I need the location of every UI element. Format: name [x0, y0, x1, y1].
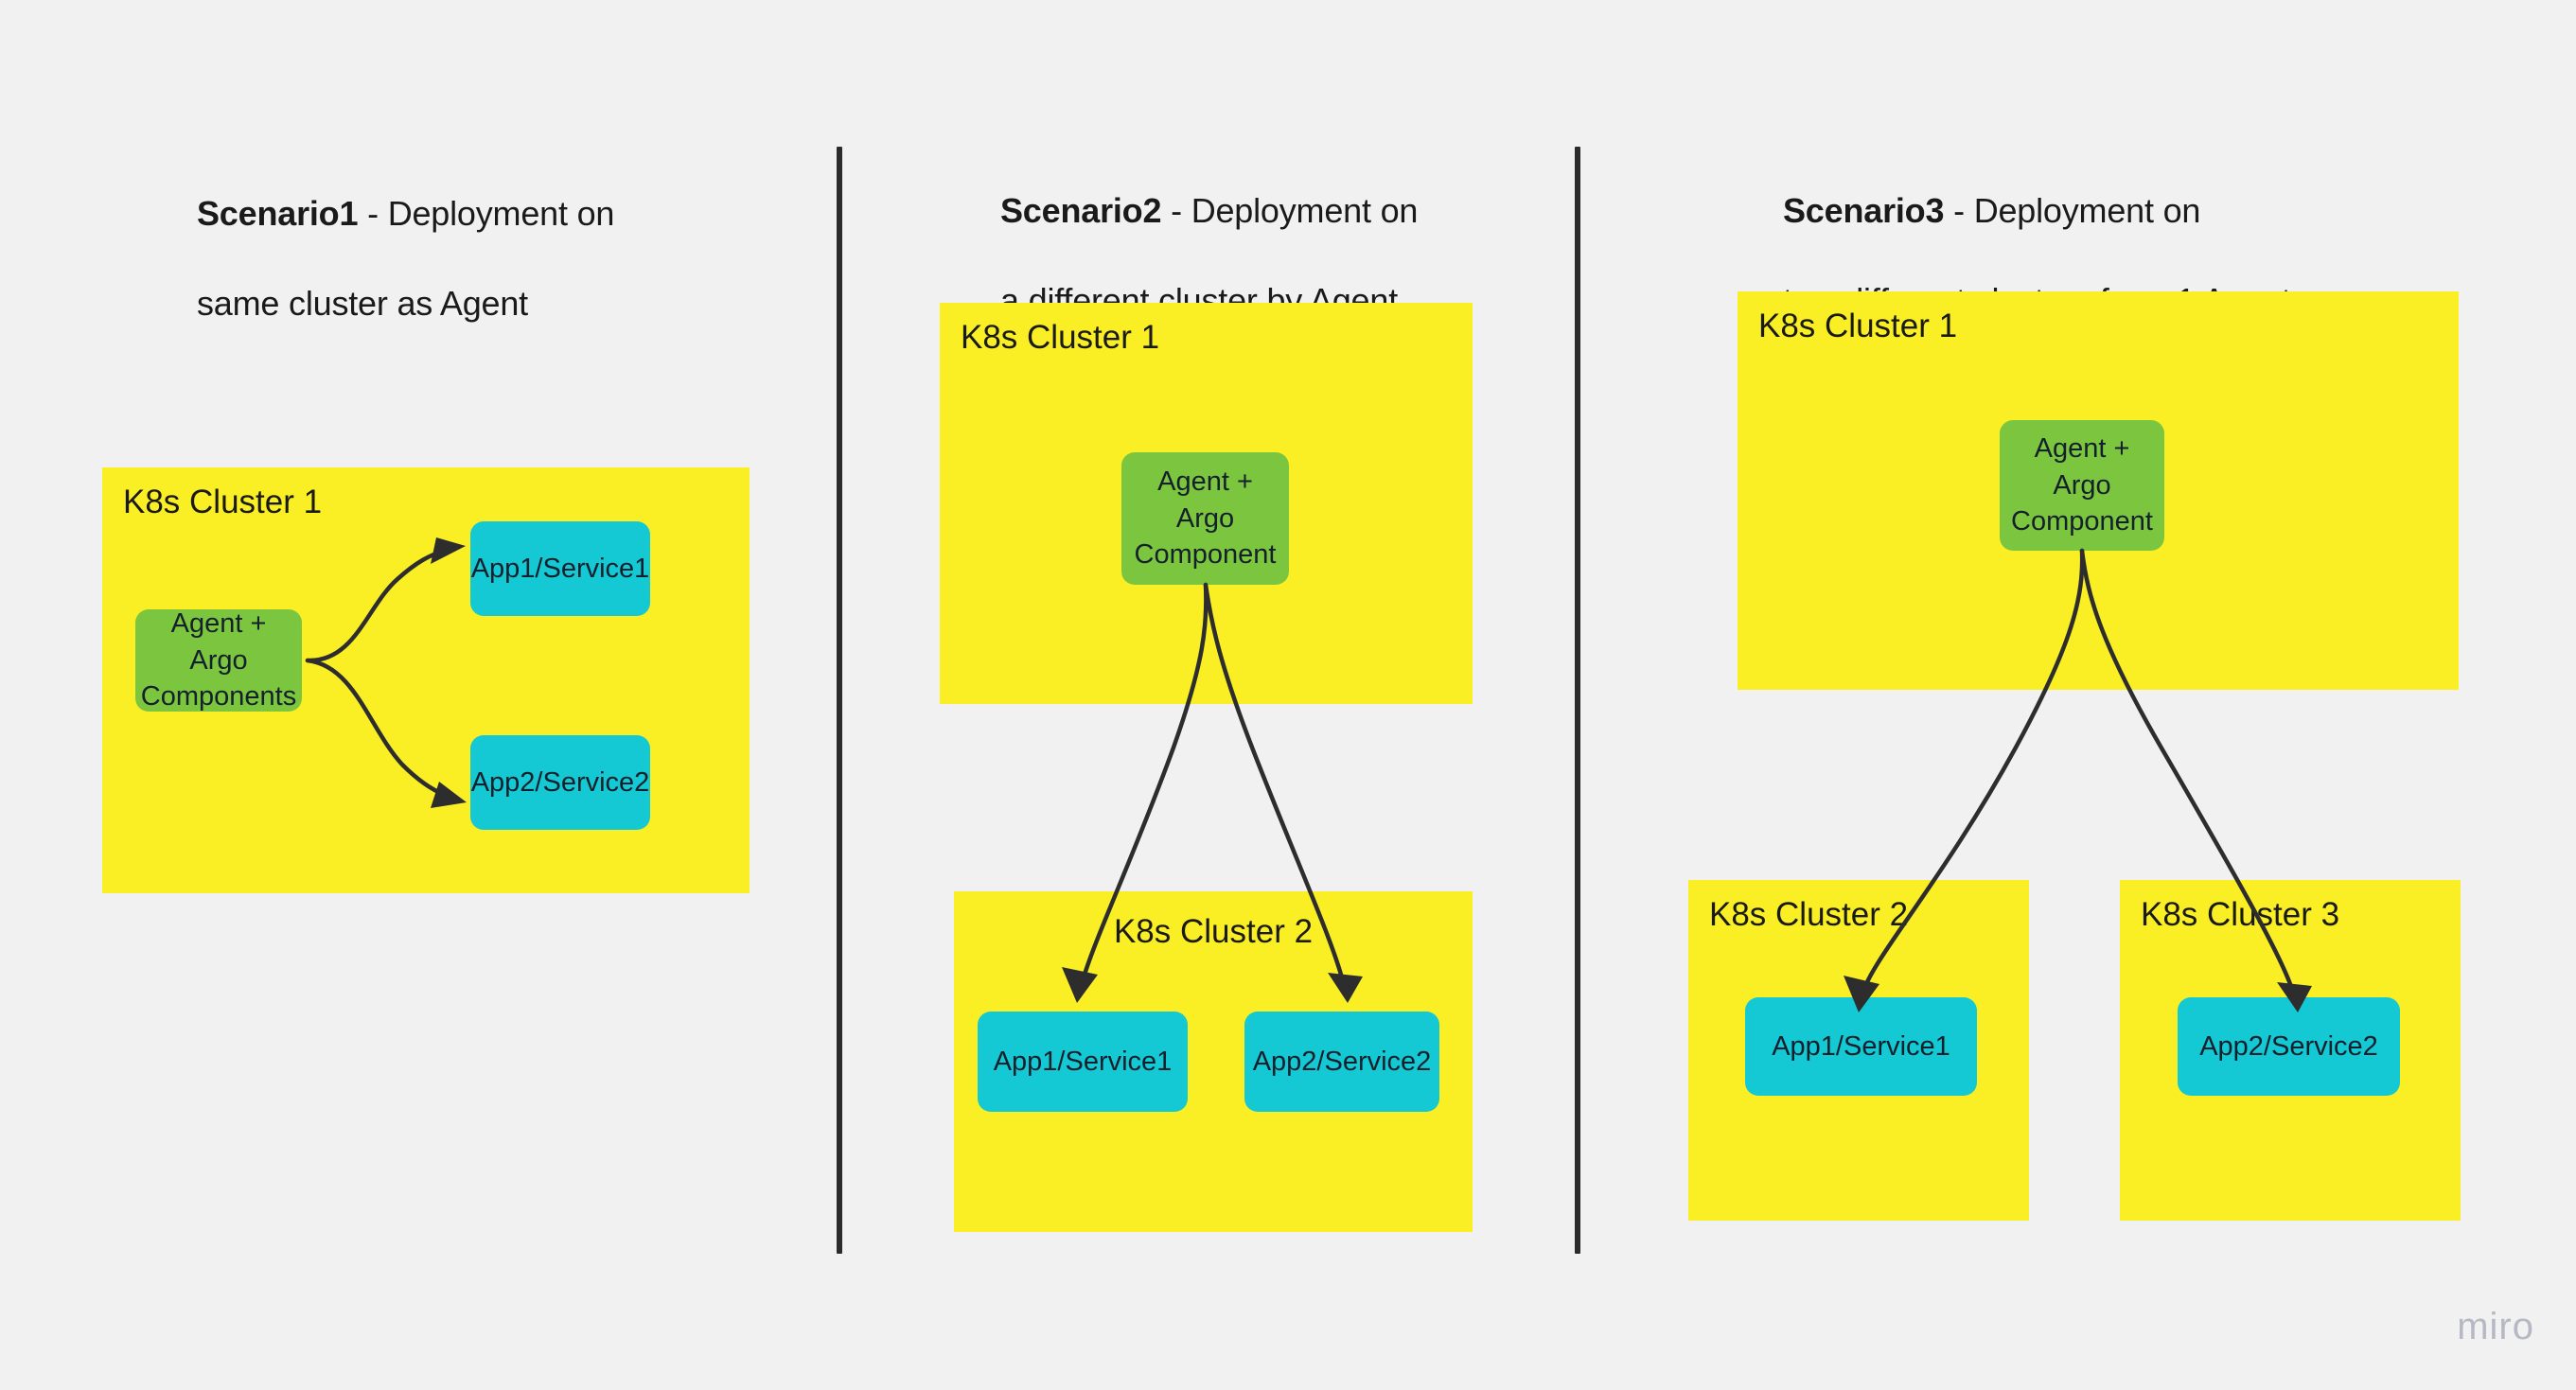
scenario1-title-line2: same cluster as Agent: [197, 283, 528, 323]
s1-app1-label: App1/Service1: [470, 553, 650, 584]
s1-app2-label: App2/Service2: [470, 766, 650, 798]
s1-app2-node[interactable]: App2/Service2: [470, 735, 650, 830]
s3-cluster-1-label: K8s Cluster 1: [1758, 308, 1958, 344]
s2-agent-node[interactable]: Agent + Argo Component: [1121, 452, 1289, 585]
s3-agent-label: Agent + Argo Component: [2011, 432, 2153, 537]
scenario2-title-strong: Scenario2: [1000, 190, 1162, 230]
s1-cluster-1-label: K8s Cluster 1: [123, 484, 323, 520]
s2-cluster-2-label: K8s Cluster 2: [1113, 913, 1314, 950]
s2-app2-node[interactable]: App2/Service2: [1244, 1012, 1439, 1112]
s2-app2-label: App2/Service2: [1252, 1046, 1432, 1077]
s3-app1-node[interactable]: App1/Service1: [1745, 997, 1977, 1096]
scenario1-title: Scenario1 - Deployment on same cluster a…: [197, 146, 784, 326]
divider-2: [1575, 147, 1580, 1254]
s1-app1-node[interactable]: App1/Service1: [470, 521, 650, 616]
scenario2-title-rest: - Deployment on: [1161, 190, 1419, 230]
scenario3-title-rest: - Deployment on: [1944, 190, 2201, 230]
s3-app1-label: App1/Service1: [1772, 1030, 1950, 1062]
scenario3-title-strong: Scenario3: [1783, 190, 1945, 230]
s2-app1-node[interactable]: App1/Service1: [978, 1012, 1188, 1112]
s1-agent-label: Agent + Argo Components: [140, 607, 297, 713]
s3-app2-node[interactable]: App2/Service2: [2178, 997, 2400, 1096]
scenario2-title: Scenario2 - Deployment on a different cl…: [1000, 143, 1606, 323]
scenario1-title-rest: - Deployment on: [358, 193, 615, 233]
s2-agent-label: Agent + Argo Component: [1134, 466, 1277, 571]
s3-agent-node[interactable]: Agent + Argo Component: [2000, 420, 2164, 551]
s3-app2-label: App2/Service2: [2199, 1030, 2378, 1062]
divider-1: [837, 147, 842, 1254]
s1-agent-node[interactable]: Agent + Argo Components: [135, 608, 302, 712]
scenario1-title-strong: Scenario1: [197, 193, 359, 233]
s2-cluster-1-label: K8s Cluster 1: [961, 319, 1160, 356]
s3-cluster-3-label: K8s Cluster 3: [2141, 896, 2340, 933]
miro-watermark: miro: [2457, 1306, 2534, 1347]
s3-cluster-2-label: K8s Cluster 2: [1709, 896, 1909, 933]
s2-app1-label: App1/Service1: [993, 1046, 1173, 1077]
